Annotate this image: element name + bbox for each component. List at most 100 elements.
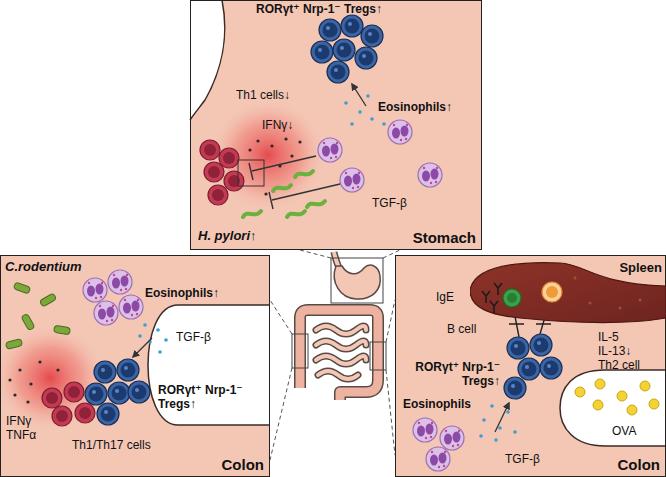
cell-label: B cell: [447, 322, 476, 336]
cell-label: Th2 cell: [598, 358, 640, 372]
treg-cell: [94, 361, 116, 383]
h-pylori: [243, 211, 261, 217]
cytokine-label: IL-5: [598, 330, 619, 344]
ige-antibody: [490, 301, 498, 313]
treg-cell: [518, 358, 540, 380]
cell-label: Eosinophils↑: [145, 286, 219, 300]
th17-cell: [64, 382, 84, 402]
gi-tract: [270, 250, 400, 460]
h-pylori: [307, 201, 325, 207]
small-intestine: [316, 326, 366, 379]
antigen-label: OVA: [612, 424, 636, 438]
spleen-organ: Spleen: [470, 258, 666, 326]
tgf-dot: [138, 334, 142, 338]
tgf-dot: [366, 94, 370, 98]
c-rodentium: [21, 313, 35, 330]
treg-cell: [97, 403, 119, 425]
cytokine-dot: [284, 137, 287, 140]
ova-antigen: [595, 379, 605, 389]
tgf-dot: [490, 404, 494, 408]
eosinophil: [388, 120, 412, 144]
treg-cell: [117, 359, 139, 381]
zoom-box: [370, 342, 386, 370]
cytokine-dot: [8, 378, 11, 381]
tgf-dot: [494, 438, 498, 442]
cytokine-label: IL-13↓: [598, 344, 631, 358]
c-rodentium: [39, 293, 56, 307]
spleen-texture: [639, 299, 642, 302]
treg-cell: [319, 19, 341, 41]
treg-cell: [507, 337, 529, 359]
tgf-dot: [479, 434, 483, 438]
zoom-box: [331, 258, 383, 303]
ova-antigen: [627, 405, 637, 415]
cell-label: Eosinophils↑: [378, 100, 452, 114]
ige-antibody: [494, 283, 502, 295]
stomach-organ: [334, 265, 380, 299]
pathogen-label: H. pylori↑: [198, 228, 257, 243]
colon-organ: [300, 310, 378, 400]
treg-cell: [504, 377, 526, 399]
tgf-dot: [498, 426, 502, 430]
spleen-texture: [619, 307, 622, 310]
eosinophil: [83, 278, 107, 302]
inhibition-bar: [509, 323, 551, 325]
spleen-texture: [574, 277, 577, 280]
treg-cell: [530, 334, 552, 356]
ova-antigen: [649, 399, 659, 409]
treg-cell: [540, 357, 562, 379]
cytokine-dot: [256, 139, 259, 142]
organ-title: Spleen: [619, 260, 662, 275]
tgf-dot: [482, 418, 486, 422]
c-rodentium: [5, 339, 22, 350]
th2-cell: [542, 282, 562, 302]
c-rodentium: [54, 325, 71, 335]
tgf-dot: [506, 410, 510, 414]
eosinophil: [418, 163, 442, 187]
tgf-dot: [164, 338, 168, 342]
th17-cell: [42, 388, 62, 408]
eosinophil: [318, 138, 342, 162]
th2-cell-nucleus: [546, 286, 558, 298]
b-cell: [503, 289, 521, 307]
cell-label: RORγt⁺ Nrp-1⁻ Tregs↑: [158, 383, 262, 411]
cytokine-label: TGF-β: [176, 330, 211, 344]
colon-tissue-left: [0, 255, 270, 477]
treg-cell: [85, 383, 107, 405]
treg-cell: [311, 41, 333, 63]
h-pylori: [295, 171, 313, 177]
cytokine-dot: [290, 154, 293, 157]
organ-title: Stomach: [413, 229, 476, 246]
zoom-box: [292, 334, 308, 368]
tgf-dot: [370, 117, 374, 121]
lumen: [190, 0, 225, 120]
zoom-lines: [270, 250, 400, 460]
th1-cell: [204, 162, 224, 182]
treg-cell: [333, 39, 355, 61]
th1-cell: [219, 148, 239, 168]
cytokine-dot: [26, 400, 29, 403]
th1-cell: [200, 140, 220, 160]
th17-cell: [52, 406, 72, 426]
cytokine-dot: [248, 148, 251, 151]
cytokine-label: TGF-β: [372, 196, 407, 210]
eosinophil: [119, 295, 143, 319]
h-pylori: [287, 211, 305, 217]
eosinophil: [413, 418, 437, 442]
ige-antibody: [482, 291, 490, 303]
cell-label: RORγt⁺ Nrp-1⁻ Tregs↑: [256, 2, 382, 16]
colon-organ: [300, 310, 378, 400]
mucosa-edge: [560, 370, 666, 446]
cell-label: Eosinophils: [403, 397, 471, 411]
cytokine-dot: [270, 144, 273, 147]
tgf-dot: [350, 122, 354, 126]
secretion-arrow: [495, 403, 509, 432]
inflammation-glow: [0, 323, 108, 433]
ova-antigen: [575, 387, 585, 397]
organ-title: Colon: [222, 456, 265, 473]
cytokine-dot: [56, 368, 59, 371]
eosinophil: [108, 270, 132, 294]
cytokine-dot: [29, 382, 32, 385]
cytokine-label: IFNγ: [6, 414, 31, 428]
tgf-dot: [158, 350, 162, 354]
